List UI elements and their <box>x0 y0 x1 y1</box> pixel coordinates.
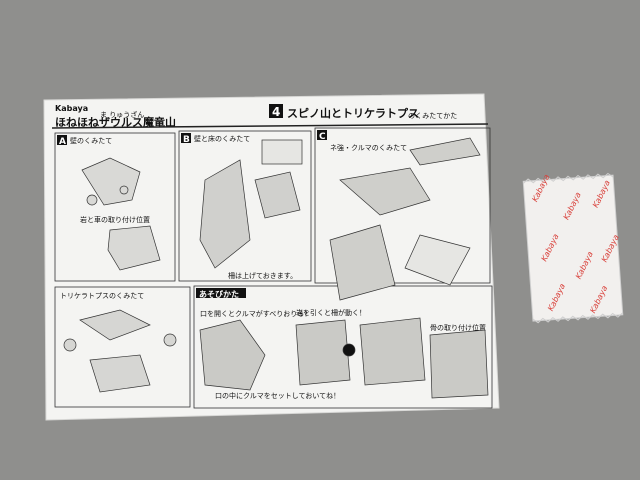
step-number: 4 <box>272 105 280 119</box>
instruction-sheet: Kabaya ま りゅうざん ほねほねザウルス魔竜山 4 スピノ山とトリケラトプ… <box>43 93 500 421</box>
panel-c-letter: C <box>319 132 326 142</box>
step-suffix: のくみたてかた <box>408 112 457 120</box>
title-ruby: ま りゅうざん <box>100 110 144 119</box>
panel-b-label: 壁と床のくみたて <box>194 134 250 143</box>
candy-packet: Kabaya Kabaya Kabaya Kabaya Kabaya Kabay… <box>522 172 624 324</box>
step-title: スピノ山とトリケラトプス <box>287 106 419 120</box>
panel-c-note: 骨の取り付け位置 <box>430 323 486 332</box>
panel-d-label: トリケラトプスのくみたて <box>60 292 144 300</box>
step-badge <box>269 104 283 118</box>
panel-c-frame <box>314 127 491 284</box>
panel-d-illustration <box>63 309 177 393</box>
panel-d-frame <box>54 286 191 408</box>
panel-a-label: 壁のくみたて <box>70 136 112 145</box>
panel-b-illustration <box>199 139 303 269</box>
panel-b-note: 柵は上げておきます。 <box>228 271 297 280</box>
panel-c-illustration <box>329 137 481 301</box>
panel-a-letter: A <box>59 137 66 147</box>
play-header: あそびかた <box>199 289 239 299</box>
play-caption-1-note: 口の中にクルマをセットしておいてね！ <box>215 391 340 400</box>
panel-a-illustration <box>81 157 161 271</box>
product-title: ほねほねザウルス魔竜山 <box>55 115 176 129</box>
panel-a-frame <box>54 132 176 282</box>
panel-b-letter: B <box>183 135 190 145</box>
play-illustration <box>199 317 489 399</box>
panel-b-frame <box>178 130 312 282</box>
panel-a-note: 岩と車の取り付け位置 <box>80 215 150 224</box>
panel-c-label: ネ強・クルマのくみたて <box>330 144 407 152</box>
brand-logo: Kabaya <box>55 104 88 113</box>
play-caption-2: 岩を引くと柵が動く！ <box>296 308 366 317</box>
play-caption-1: 口を開くとクルマがすべりおりる！ <box>200 309 311 318</box>
